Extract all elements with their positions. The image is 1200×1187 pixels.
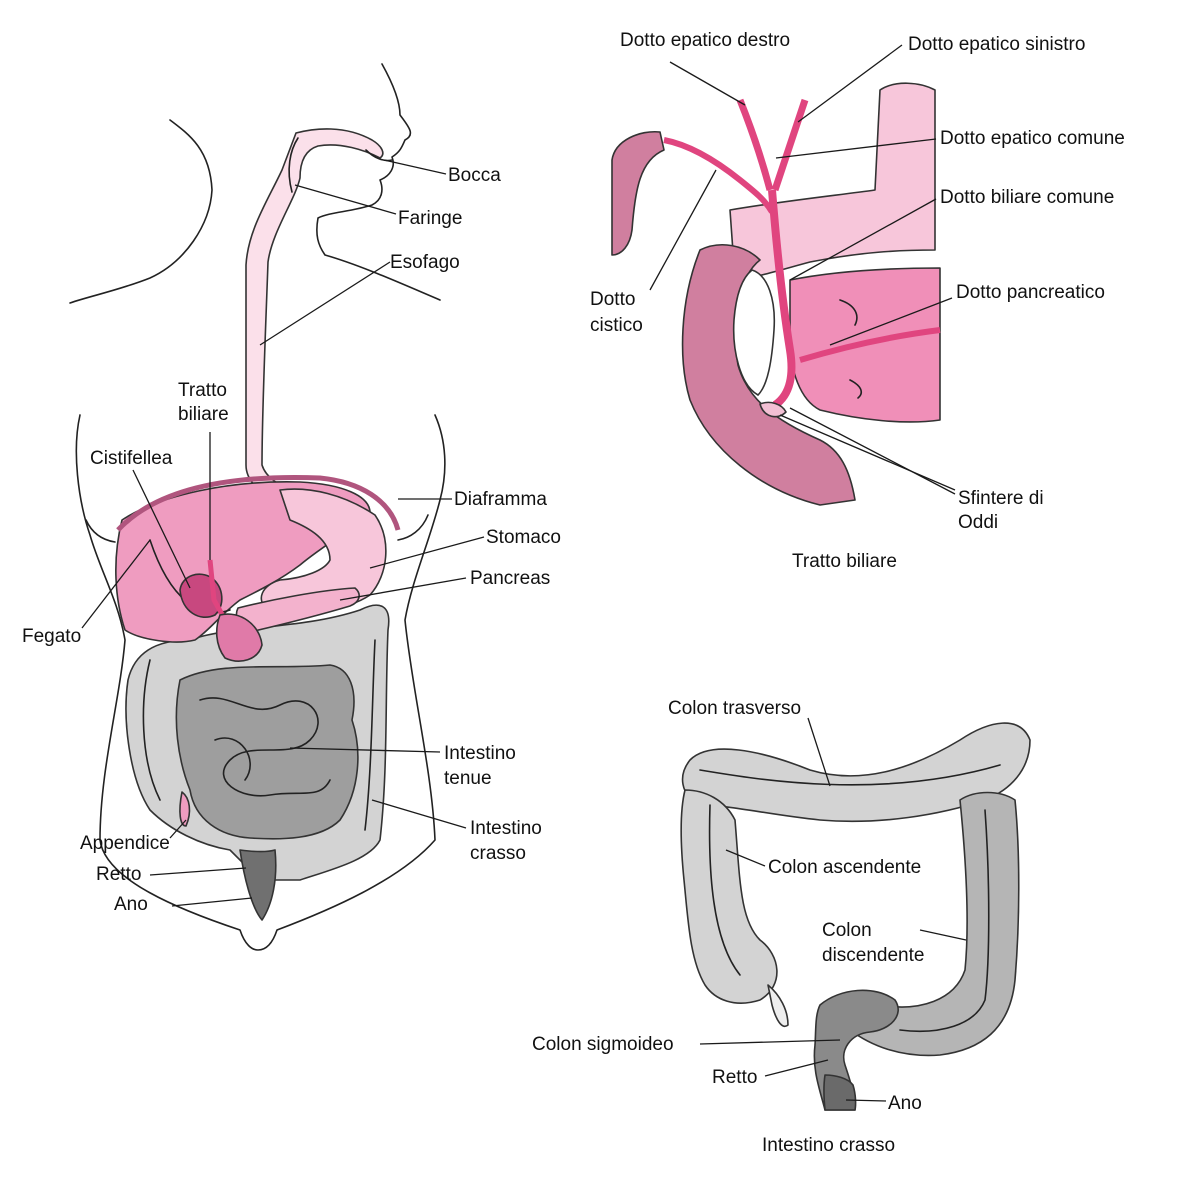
label-ano: Ano	[114, 894, 148, 915]
label-fegato: Fegato	[22, 626, 81, 647]
label-colon-ascendente: Colon ascendente	[768, 857, 921, 878]
label-faringe: Faringe	[398, 208, 462, 229]
right-hepatic-duct	[736, 98, 774, 191]
caption-tratto-biliare: Tratto biliare	[792, 551, 897, 572]
label-bocca: Bocca	[448, 165, 501, 186]
label-diaframma: Diaframma	[454, 489, 547, 510]
liver-detail	[729, 82, 936, 281]
label-colon-retto: Retto	[712, 1067, 757, 1088]
colon-leader-lines	[699, 717, 967, 1102]
label-tratto-biliare-2: biliare	[178, 404, 229, 425]
duodenum-lumen	[732, 269, 776, 396]
duodenum-detail	[681, 244, 856, 506]
label-intestino-crasso-1: Intestino	[470, 818, 542, 839]
left-hepatic-duct	[771, 98, 809, 192]
diaphragm	[116, 475, 401, 532]
label-stomaco: Stomaco	[486, 527, 561, 548]
biliary-leader-lines	[649, 44, 956, 495]
biliary-panel: Dotto epatico destro Dotto epatico sinis…	[590, 30, 1125, 572]
appendix-colon	[767, 984, 789, 1027]
colon-panel: Colon trasverso Colon ascendente Colon d…	[532, 698, 1031, 1156]
label-sfintere-2: Oddi	[958, 512, 998, 533]
rectum-colon	[823, 1074, 857, 1111]
label-esofago: Esofago	[390, 252, 460, 273]
label-appendice: Appendice	[80, 833, 170, 854]
body-panel: Bocca Faringe Esofago Tratto biliare Cis…	[22, 63, 561, 951]
gallbladder-detail	[611, 130, 665, 256]
label-colon-trasverso: Colon trasverso	[668, 698, 801, 719]
label-sfintere-1: Sfintere di	[958, 488, 1044, 509]
label-dotto-cistico-1: Dotto	[590, 289, 635, 310]
esophagus	[245, 128, 384, 501]
label-colon-sigmoideo: Colon sigmoideo	[532, 1034, 674, 1055]
pancreatic-duct	[799, 327, 941, 363]
descending-colon	[847, 791, 1020, 1057]
caption-intestino-crasso: Intestino crasso	[762, 1135, 895, 1156]
label-retto: Retto	[96, 864, 141, 885]
label-intestino-tenue-2: tenue	[444, 768, 492, 789]
pharynx-line	[288, 137, 299, 193]
body-leader-lines	[81, 159, 485, 907]
duodenum-body	[215, 613, 263, 662]
label-intestino-tenue-1: Intestino	[444, 743, 516, 764]
transverse-colon	[681, 722, 1031, 823]
tongue	[365, 149, 393, 162]
label-intestino-crasso-2: crasso	[470, 843, 526, 864]
common-bile-duct	[768, 189, 796, 409]
sphincter-oddi-detail	[759, 401, 787, 418]
cystic-duct	[663, 137, 775, 214]
label-dotto-epatico-sinistro: Dotto epatico sinistro	[908, 34, 1085, 55]
label-tratto-biliare-1: Tratto	[178, 380, 227, 401]
label-dotto-cistico-2: cistico	[590, 315, 643, 336]
label-dotto-biliare-comune: Dotto biliare comune	[940, 187, 1114, 208]
label-colon-ano: Ano	[888, 1093, 922, 1114]
label-colon-discendente-2: discendente	[822, 945, 924, 966]
rectum-body	[239, 849, 277, 921]
label-dotto-epatico-comune: Dotto epatico comune	[940, 128, 1125, 149]
body-silhouette	[69, 63, 446, 951]
appendix	[179, 791, 191, 827]
ascending-colon	[680, 789, 778, 1004]
label-colon-discendente-1: Colon	[822, 920, 872, 941]
label-dotto-epatico-destro: Dotto epatico destro	[620, 30, 790, 51]
label-cistifellea: Cistifellea	[90, 448, 173, 469]
label-pancreas: Pancreas	[470, 568, 550, 589]
small-intestine	[175, 664, 359, 840]
label-dotto-pancreatico: Dotto pancreatico	[956, 282, 1105, 303]
